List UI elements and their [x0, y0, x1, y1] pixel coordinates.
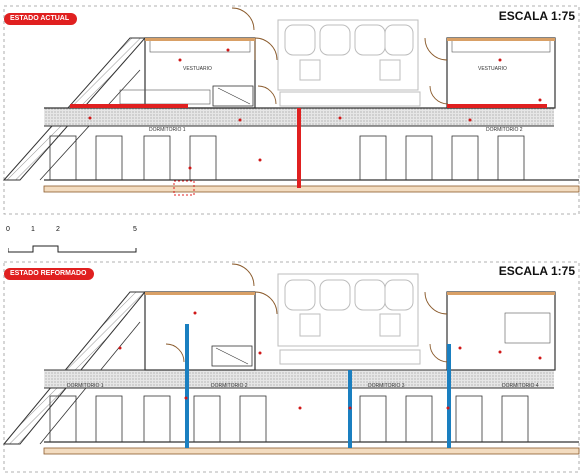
demolition-wall-1 — [70, 104, 188, 108]
demolition-window — [173, 180, 195, 196]
bottom-frame — [3, 261, 580, 473]
plan-estado-actual — [2, 5, 580, 215]
top-scale-label: ESCALA 1:75 — [498, 9, 575, 23]
graphic-scale-bar — [8, 245, 137, 253]
room-label-vestuario-2: VESTUARIO — [478, 66, 507, 72]
room-label-dormitorio-2: DORMITORIO 2 — [486, 127, 523, 133]
demolition-wall-2 — [447, 104, 547, 108]
corridor-2 — [44, 370, 554, 388]
room-label-reformado-1: DORMITORIO 1 — [67, 383, 104, 389]
top-frame — [3, 5, 580, 215]
room-label-reformado-2: DORMITORIO 2 — [211, 383, 248, 389]
estado-reformado-badge: ESTADO REFORMADO — [4, 268, 95, 280]
bottom-scale-label: ESCALA 1:75 — [498, 264, 575, 278]
estado-actual-badge: ESTADO ACTUAL — [4, 13, 78, 25]
room-label-reformado-3: DORMITORIO 3 — [368, 383, 405, 389]
room-label-dormitorio-1: DORMITORIO 1 — [149, 127, 186, 133]
room-label-reformado-4: DORMITORIO 4 — [502, 383, 539, 389]
room-label-vestuario-1: VESTUARIO — [183, 66, 212, 72]
scale-tick-2: 2 — [56, 226, 60, 233]
scale-tick-1: 1 — [31, 226, 35, 233]
facade-wall — [43, 185, 580, 193]
scale-tick-0: 0 — [6, 226, 10, 233]
new-partition-3 — [447, 344, 451, 448]
roof-slope-2 — [2, 291, 147, 445]
demolition-wall-3 — [297, 108, 301, 188]
facade-wall-2 — [43, 447, 580, 455]
scale-tick-5: 5 — [133, 226, 137, 233]
plan-estado-reformado — [2, 261, 580, 473]
new-partition-1 — [185, 324, 189, 448]
